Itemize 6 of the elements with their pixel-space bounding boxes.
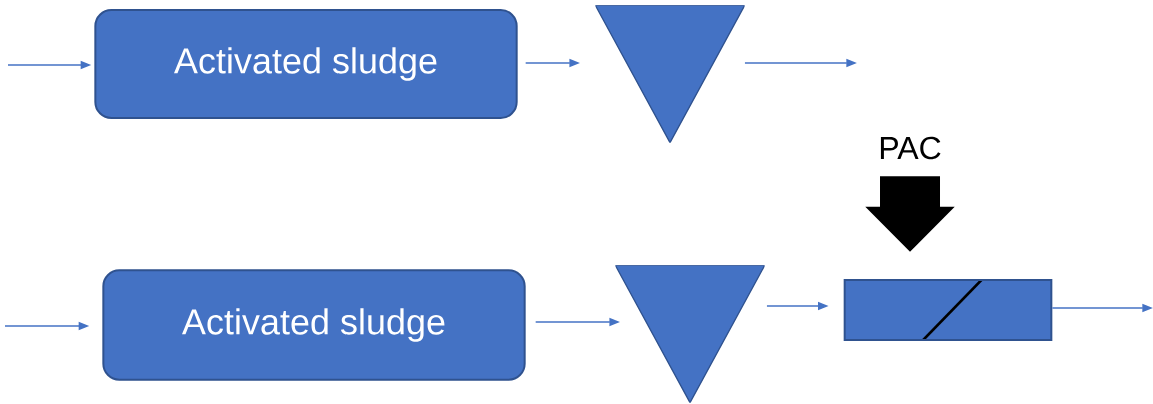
process-box: Activated sludge bbox=[102, 269, 526, 381]
clarifier-triangle bbox=[595, 5, 745, 143]
process-box: Activated sludge bbox=[94, 9, 518, 119]
chemical-label: PAC bbox=[880, 136, 941, 160]
filter-box bbox=[843, 279, 1053, 341]
clarifier-triangle bbox=[615, 265, 765, 403]
